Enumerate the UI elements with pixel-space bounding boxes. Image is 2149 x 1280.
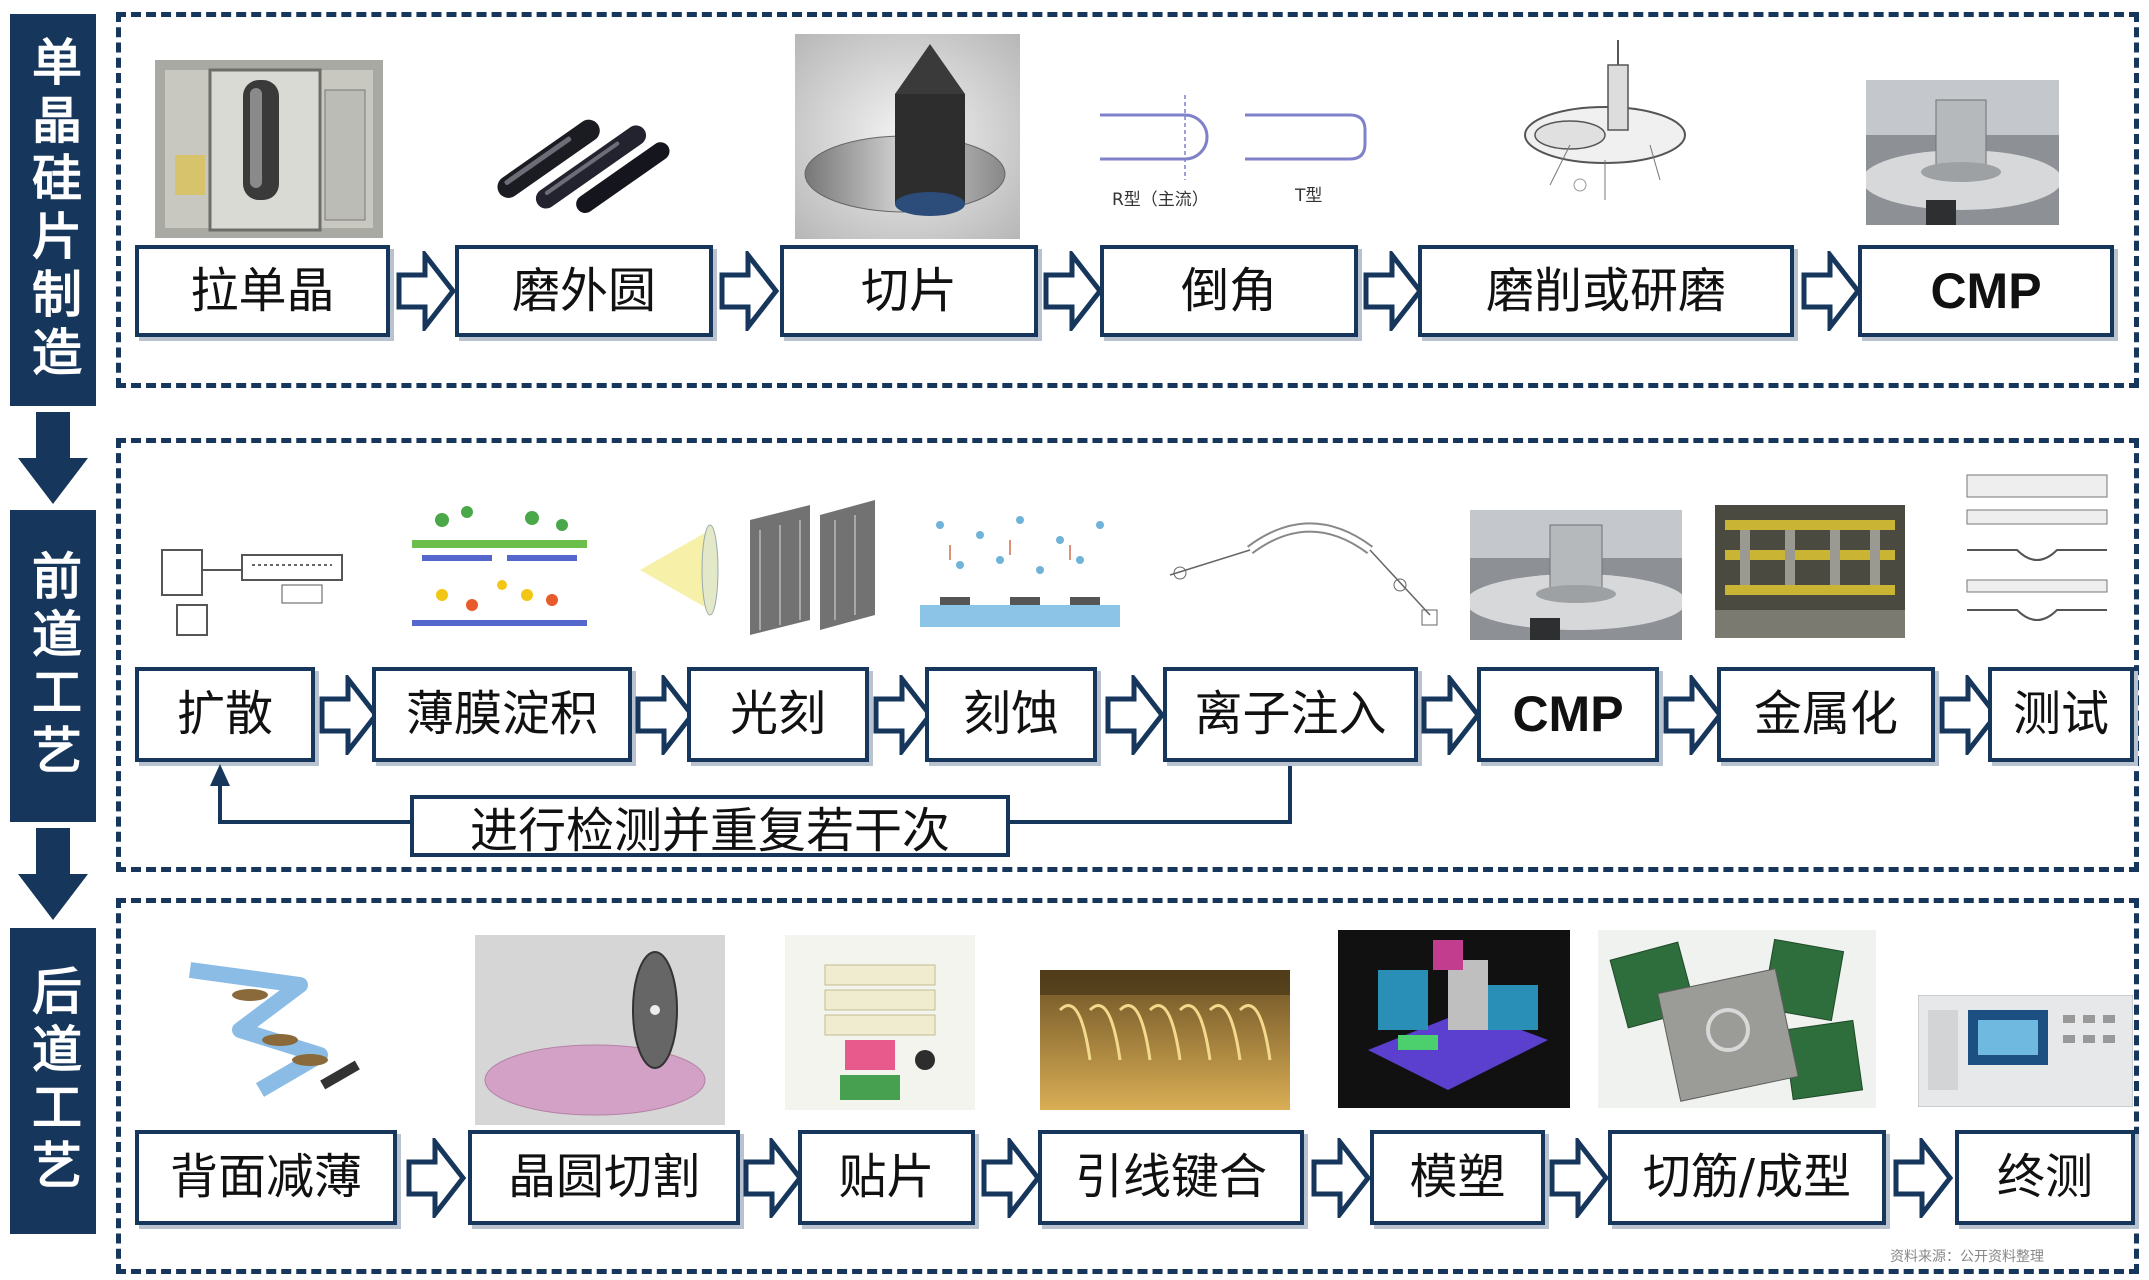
flow-arrow-icon — [1662, 675, 1724, 755]
trim-form-chips-image — [1598, 930, 1876, 1108]
step-cmp: CMP — [1858, 245, 2114, 337]
step-grinding-lapping: 磨削或研磨 — [1418, 245, 1794, 337]
flow-arrow-icon — [1104, 675, 1166, 755]
flow-arrow-icon — [1310, 1138, 1372, 1218]
crystal-puller-image — [155, 60, 383, 238]
flow-arrow-icon — [395, 251, 457, 331]
wafer-dicing-image — [475, 935, 725, 1125]
flow-arrow-icon — [1548, 1138, 1610, 1218]
step-chamfering: 倒角 — [1100, 245, 1358, 337]
flow-arrow-icon — [742, 1138, 804, 1218]
down-arrow-icon — [18, 828, 88, 920]
etching-diagram — [920, 516, 1120, 627]
chamfer-profile-diagram: R型（主流） T型 — [1100, 95, 1367, 210]
step-lithography: 光刻 — [687, 667, 869, 762]
flow-arrow-icon — [1042, 251, 1104, 331]
grinding-machine-diagram — [1524, 40, 1686, 200]
cmp-equipment-image — [1470, 510, 1682, 640]
step-testing: 测试 — [1988, 667, 2134, 762]
lithography-diagram — [640, 500, 875, 635]
testing-diagram — [1966, 474, 2108, 621]
step-crystal-pulling: 拉单晶 — [135, 245, 390, 337]
step-thin-film-deposition: 薄膜淀积 — [372, 667, 632, 762]
silicon-ingots-image — [497, 119, 670, 213]
flow-arrow-icon — [1362, 251, 1424, 331]
flow-arrow-icon — [718, 251, 780, 331]
flow-arrow-icon — [1892, 1138, 1954, 1218]
step-die-attach: 贴片 — [798, 1130, 975, 1225]
molding-3d-model — [1338, 930, 1570, 1108]
stage-label-wafer: 单晶硅片制造 — [10, 14, 96, 406]
step-final-test: 终测 — [1955, 1130, 2135, 1225]
flow-arrow-icon — [405, 1138, 467, 1218]
step-wafer-dicing: 晶圆切割 — [468, 1130, 740, 1225]
down-arrow-icon — [18, 412, 88, 504]
flow-arrow-icon — [1420, 675, 1482, 755]
chamfer-t-caption: T型 — [1294, 186, 1322, 206]
step-outer-grinding: 磨外圆 — [455, 245, 713, 337]
wire-bonding-image — [1040, 970, 1290, 1110]
repeat-loop-label: 进行检测并重复若干次 — [410, 795, 1010, 859]
step-diffusion: 扩散 — [135, 667, 315, 762]
flow-arrow-icon — [318, 675, 380, 755]
flow-arrow-icon — [980, 1138, 1042, 1218]
step-wire-bonding: 引线键合 — [1038, 1130, 1304, 1225]
step-cmp: CMP — [1477, 667, 1659, 762]
source-note: 资料来源：公开资料整理 — [1890, 1249, 2044, 1265]
thin-film-deposition-diagram — [412, 506, 587, 626]
step-back-grinding: 背面减薄 — [135, 1130, 397, 1225]
wafer-manufacturing-panel — [116, 12, 2139, 388]
back-grinding-diagram — [188, 962, 360, 1097]
step-ion-implantation: 离子注入 — [1163, 667, 1418, 762]
step-molding: 模塑 — [1370, 1130, 1545, 1225]
step-trim-form: 切筋/成型 — [1608, 1130, 1886, 1225]
front-end-process-panel — [116, 438, 2139, 872]
diffusion-furnace-diagram — [161, 549, 343, 636]
step-etching: 刻蚀 — [925, 667, 1097, 762]
chamfer-r-caption: R型（主流） — [1112, 190, 1209, 210]
back-end-process-panel — [116, 898, 2139, 1274]
metallization-image — [1715, 505, 1905, 638]
flow-arrow-icon — [1800, 251, 1862, 331]
stage-label-back-end: 后道工艺 — [10, 928, 96, 1234]
ion-implantation-diagram — [1169, 522, 1438, 626]
step-metallization: 金属化 — [1717, 667, 1935, 762]
step-slicing: 切片 — [780, 245, 1038, 337]
stage-label-front-end: 前道工艺 — [10, 510, 96, 822]
wafer-slicing-image — [795, 34, 1020, 239]
cmp-equipment-image — [1866, 80, 2059, 225]
die-attach-diagram — [785, 935, 975, 1110]
final-test-equipment-image — [1918, 995, 2133, 1107]
